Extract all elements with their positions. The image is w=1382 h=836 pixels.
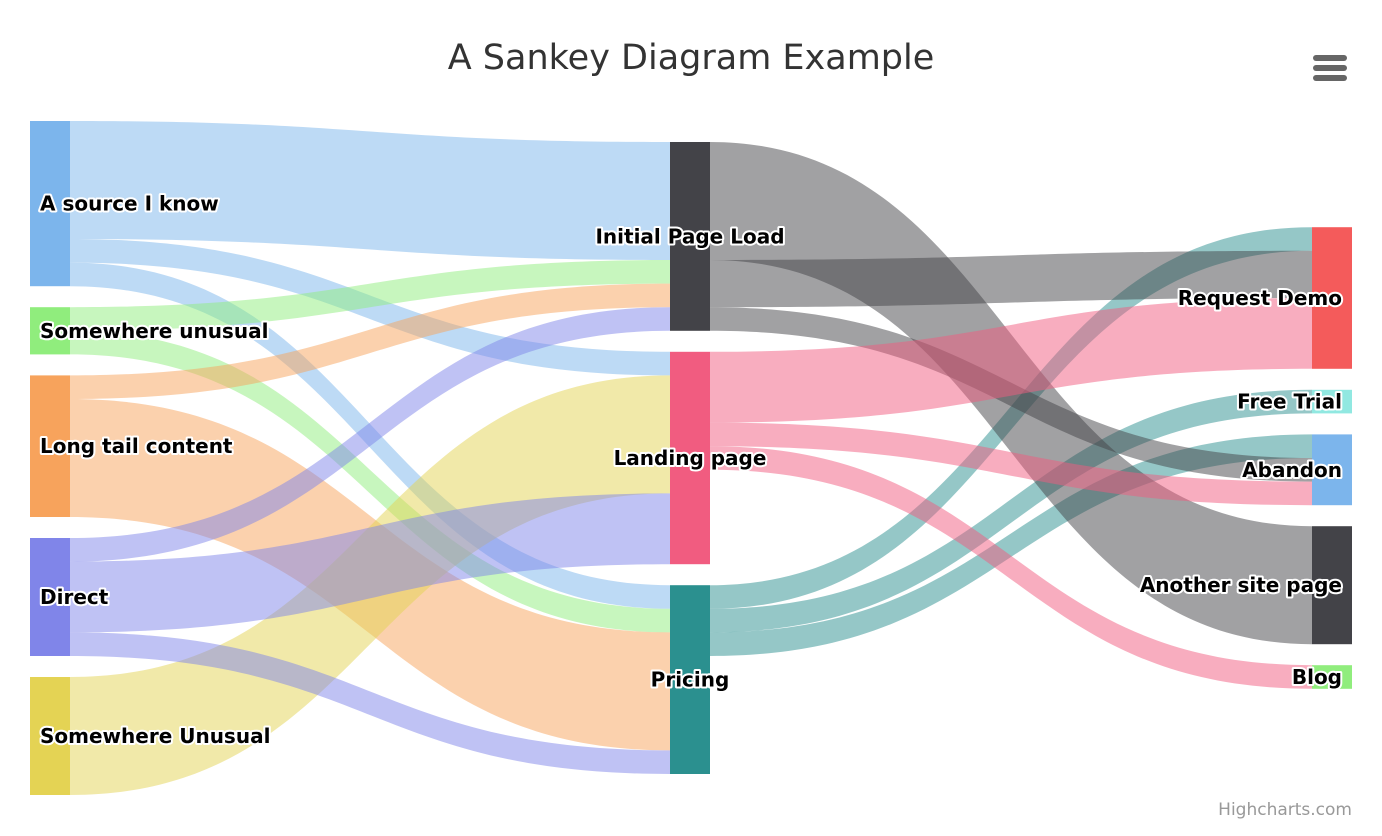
- node-label: Abandon: [1242, 458, 1342, 482]
- link-12[interactable]: [710, 389, 1312, 633]
- link-9[interactable]: [70, 493, 670, 633]
- node-label: Landing page: [614, 446, 767, 470]
- link-19[interactable]: [710, 446, 1312, 689]
- nodes-layer: [30, 121, 1352, 795]
- link-4[interactable]: [70, 330, 670, 633]
- node-label: Blog: [1292, 665, 1342, 689]
- node-3[interactable]: [30, 538, 70, 656]
- node-10[interactable]: [1312, 434, 1352, 506]
- node-12[interactable]: [1312, 665, 1352, 689]
- node-label: Another site page: [1140, 573, 1342, 597]
- hamburger-menu-icon[interactable]: [1313, 55, 1347, 83]
- node-7[interactable]: [670, 585, 710, 774]
- link-10[interactable]: [70, 632, 670, 774]
- node-label: Long tail content: [40, 434, 233, 458]
- node-label: A source I know: [40, 192, 219, 216]
- node-label: Initial Page Load: [595, 224, 784, 248]
- node-label: Direct: [40, 585, 109, 609]
- link-0[interactable]: [70, 121, 670, 260]
- chart-title: A Sankey Diagram Example: [447, 38, 935, 78]
- links-layer: [70, 121, 1312, 795]
- node-9[interactable]: [1312, 389, 1352, 414]
- credits-link[interactable]: Highcharts.com: [1218, 800, 1352, 820]
- link-13[interactable]: [710, 434, 1312, 656]
- node-4[interactable]: [30, 677, 70, 795]
- link-8[interactable]: [70, 307, 670, 562]
- node-label: Pricing: [651, 668, 730, 692]
- node-11[interactable]: [1312, 526, 1352, 645]
- node-label: Somewhere Unusual: [40, 724, 270, 748]
- node-1[interactable]: [30, 307, 70, 355]
- node-2[interactable]: [30, 375, 70, 517]
- link-15[interactable]: [710, 250, 1312, 308]
- link-3[interactable]: [70, 260, 670, 331]
- node-label: Request Demo: [1178, 286, 1342, 310]
- link-5[interactable]: [70, 283, 670, 399]
- node-label: Free Trial: [1237, 390, 1342, 414]
- node-5[interactable]: [670, 142, 710, 331]
- node-label: Somewhere unusual: [40, 319, 268, 343]
- node-8[interactable]: [1312, 227, 1352, 369]
- link-18[interactable]: [710, 422, 1312, 506]
- link-17[interactable]: [710, 298, 1312, 423]
- node-6[interactable]: [670, 351, 710, 565]
- node-0[interactable]: [30, 121, 70, 287]
